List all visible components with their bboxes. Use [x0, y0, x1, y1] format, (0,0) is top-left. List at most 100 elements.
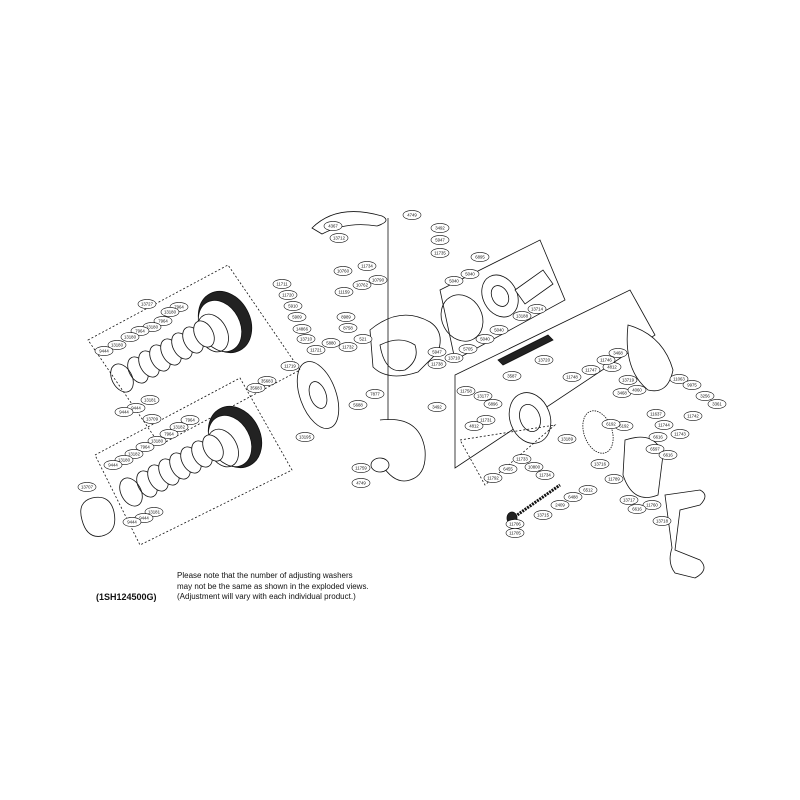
callout-oval: [427, 402, 447, 412]
callout-oval: [498, 464, 518, 474]
part-number: 6895: [475, 255, 485, 260]
callout-oval: [352, 280, 372, 290]
part-number: 13710: [448, 356, 461, 361]
part-callout: 3256: [695, 391, 715, 401]
callout-oval: [601, 419, 621, 429]
callout-oval: [283, 301, 303, 311]
part-callout: 13712: [329, 233, 349, 243]
part-callout: 5947: [427, 347, 447, 357]
part-callout: 3492: [430, 223, 450, 233]
callout-oval: [578, 485, 598, 495]
part-callout: 13710: [296, 334, 316, 344]
part-callout: 11734: [357, 261, 377, 271]
callout-oval: [430, 248, 450, 258]
part-number: 35683: [261, 379, 274, 384]
callout-oval: [682, 380, 702, 390]
note-line: (Adjustment will vary with each individu…: [177, 592, 356, 601]
callout-oval: [427, 347, 447, 357]
callout-oval: [618, 375, 638, 385]
side-cover: [626, 324, 674, 392]
part-callout: 11733: [512, 454, 532, 464]
callout-oval: [135, 442, 155, 452]
part-callout: 11637: [646, 409, 666, 419]
part-callout: 3492: [427, 402, 447, 412]
part-number: 13188: [516, 314, 529, 319]
part-callout: 13177: [473, 391, 493, 401]
part-callout: 7964: [153, 316, 173, 326]
part-callout: 11705: [505, 528, 525, 538]
callout-oval: [604, 474, 624, 484]
callout-oval: [608, 348, 628, 358]
part-number: 13180: [146, 325, 159, 330]
callout-oval: [590, 459, 610, 469]
part-callout: 5909: [287, 312, 307, 322]
part-number: 11734: [539, 473, 551, 478]
part-callout: 11720: [278, 290, 298, 300]
callout-oval: [292, 324, 312, 334]
part-number: 6597: [650, 447, 660, 452]
callout-oval: [137, 299, 157, 309]
part-callout: 6597: [645, 444, 665, 454]
callout-oval: [502, 371, 522, 381]
part-number: 7964: [185, 418, 195, 423]
callout-oval: [581, 365, 601, 375]
callout-oval: [120, 332, 140, 342]
part-callout: 10762: [352, 280, 372, 290]
callout-oval: [483, 473, 503, 483]
part-number: 11731: [480, 418, 492, 423]
part-callout: 5705: [458, 344, 478, 354]
part-number: 11159: [338, 290, 350, 295]
callout-oval: [287, 312, 307, 322]
part-number: 13714: [531, 307, 544, 312]
part-number: 7964: [174, 305, 184, 310]
part-number: 6616: [663, 453, 673, 458]
part-callout: 13717: [619, 495, 639, 505]
part-number: 10760: [337, 269, 350, 274]
part-number: 3492: [432, 405, 442, 410]
part-number: 5705: [463, 347, 473, 352]
part-number: 11063: [673, 377, 685, 382]
drive-gear: [582, 410, 614, 454]
callout-oval: [295, 432, 315, 442]
part-number: 3492: [435, 226, 445, 231]
part-callout: 13718: [652, 516, 672, 526]
part-number: 11734: [361, 264, 373, 269]
part-callout: 7964: [180, 415, 200, 425]
callout-oval: [321, 338, 341, 348]
part-callout: 13181: [140, 395, 160, 405]
callout-oval: [683, 411, 703, 421]
part-labels: 4749436713712349259471173510760117341076…: [77, 210, 727, 538]
part-callout: 11063: [669, 374, 689, 384]
part-callout: 9444: [94, 346, 114, 356]
part-callout: 5688: [348, 400, 368, 410]
part-callout: 11758: [456, 386, 476, 396]
callout-oval: [652, 516, 672, 526]
part-callout: 13182: [169, 422, 189, 432]
part-number: 4812: [607, 365, 617, 370]
part-number: 11744: [658, 423, 670, 428]
callout-oval: [280, 361, 300, 371]
part-number: 13717: [623, 498, 636, 503]
rotor: [369, 314, 441, 377]
callout-oval: [114, 407, 134, 417]
part-callout: 5880: [321, 338, 341, 348]
part-callout: 6616: [658, 450, 678, 460]
part-number: 5040: [449, 279, 459, 284]
callout-oval: [147, 436, 167, 446]
callout-oval: [402, 210, 422, 220]
part-callout: 7877: [365, 389, 385, 399]
part-number: 13180: [151, 439, 164, 444]
callout-oval: [365, 389, 385, 399]
part-callout: 13180: [120, 332, 140, 342]
part-callout: 11159: [334, 287, 354, 297]
part-callout: 6896: [483, 399, 503, 409]
part-number: 9975: [687, 383, 697, 388]
part-callout: 13707: [77, 482, 97, 492]
part-callout: 8989: [336, 312, 356, 322]
part-number: 13712: [333, 236, 346, 241]
lower-spool-box: [94, 377, 293, 546]
callout-oval: [562, 372, 582, 382]
callout-oval: [368, 275, 388, 285]
